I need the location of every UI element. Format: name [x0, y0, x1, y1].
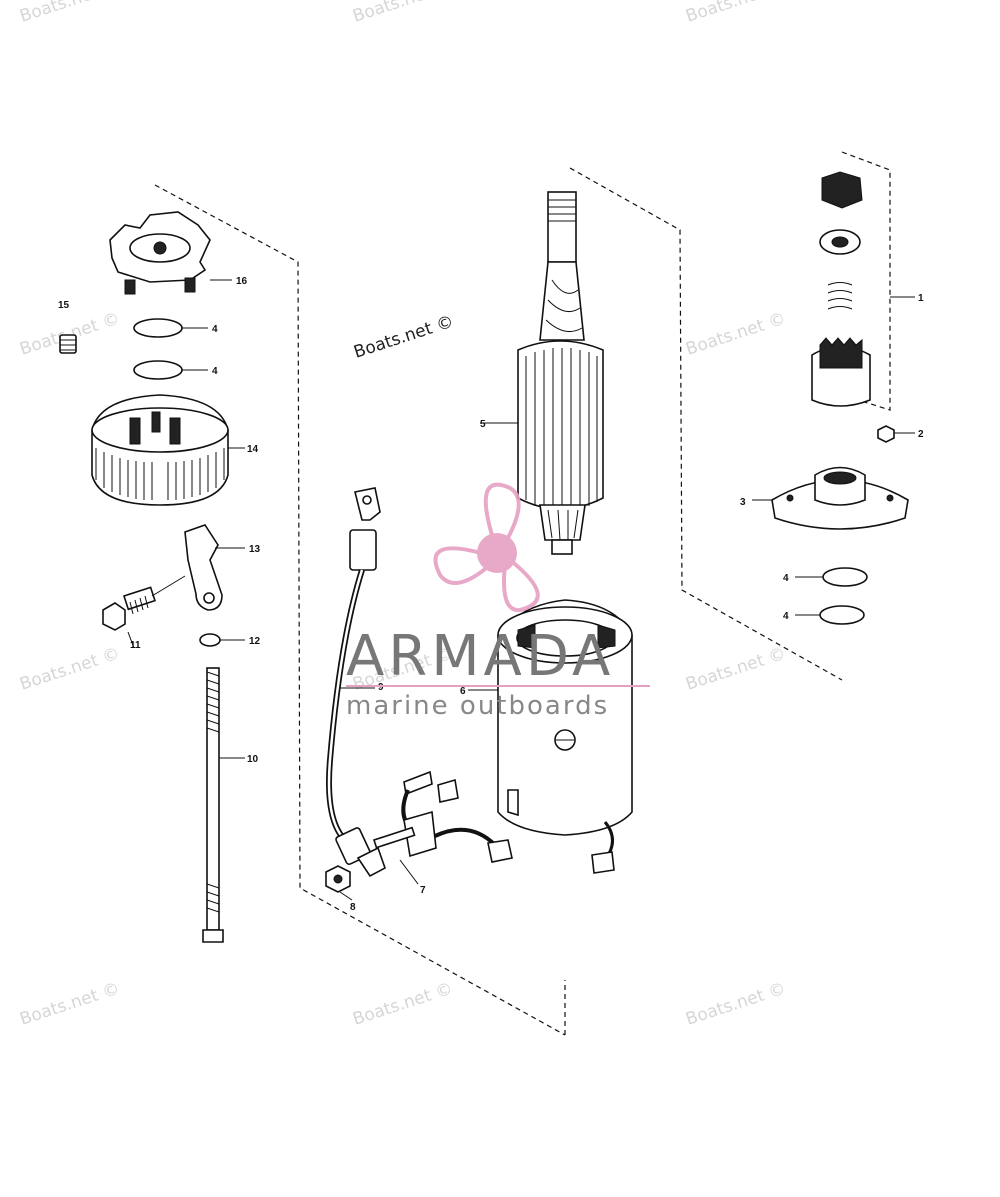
callout-5: 5	[480, 419, 486, 430]
watermark-layer: Boats.net © Boats.net © Boats.net © Boat…	[17, 0, 788, 1030]
drive-assembly-outline	[841, 151, 891, 411]
callout-7: 7	[420, 885, 426, 896]
armature	[480, 191, 604, 555]
lock-washer	[199, 633, 245, 647]
lead-strap	[184, 524, 245, 611]
callout-2: 2	[918, 429, 924, 440]
callout-15: 15	[58, 300, 70, 311]
assembly-outlines	[154, 151, 891, 1036]
set-screw	[59, 334, 77, 354]
watermark-center-bold: Boats.net ©	[351, 312, 456, 363]
left-assembly-outline	[154, 184, 566, 1036]
brush-end-plate	[109, 211, 232, 295]
callout-6: 6	[460, 686, 466, 697]
callout-9: 9	[378, 682, 384, 693]
callout-3: 3	[740, 497, 746, 508]
lead-wire	[326, 487, 386, 878]
watermark-top-right: Boats.net ©	[683, 0, 788, 27]
armada-logo: ARMADA marine outboards	[346, 482, 650, 721]
washers-left	[133, 318, 208, 380]
watermark-top-left: Boats.net ©	[17, 0, 122, 27]
watermark-lower-left: Boats.net ©	[17, 644, 122, 695]
drive-assembly	[811, 171, 915, 407]
callout-1: 1	[918, 293, 924, 304]
callout-labels: 1 2 3 4 4 4 4 5 6 7 8 9 10 11 12 13 14 1…	[58, 276, 924, 913]
callout-10: 10	[247, 754, 259, 765]
watermark-bottom-left: Boats.net ©	[17, 979, 122, 1030]
armada-tagline: marine outboards	[346, 691, 609, 721]
brush-set	[372, 770, 513, 885]
callout-12: 12	[249, 636, 261, 647]
watermark-lower-right: Boats.net ©	[683, 644, 788, 695]
watermark-mid-right: Boats.net ©	[683, 309, 788, 360]
drive-end-head	[752, 466, 909, 530]
callout-4-c: 4	[783, 573, 789, 584]
watermark-bottom-center: Boats.net ©	[350, 979, 455, 1030]
callout-14: 14	[247, 444, 259, 455]
through-bolt	[202, 667, 245, 943]
washers-right	[795, 567, 868, 625]
small-nut	[877, 425, 915, 443]
callout-16: 16	[236, 276, 248, 287]
bolt	[102, 575, 186, 649]
armature-assembly-outline	[569, 167, 843, 681]
callout-4-b: 4	[212, 366, 218, 377]
callout-8: 8	[350, 902, 356, 913]
brush-housing	[91, 394, 245, 506]
armada-brand-text: ARMADA	[346, 624, 614, 689]
propeller-icon	[433, 482, 540, 613]
field-frame	[468, 599, 633, 874]
watermark-top-center: Boats.net ©	[350, 0, 455, 27]
callout-13: 13	[249, 544, 261, 555]
callout-4-d: 4	[783, 611, 789, 622]
callout-11: 11	[130, 640, 141, 651]
callout-4-a: 4	[212, 324, 218, 335]
watermark-bottom-right: Boats.net ©	[683, 979, 788, 1030]
hex-nut	[325, 865, 353, 901]
